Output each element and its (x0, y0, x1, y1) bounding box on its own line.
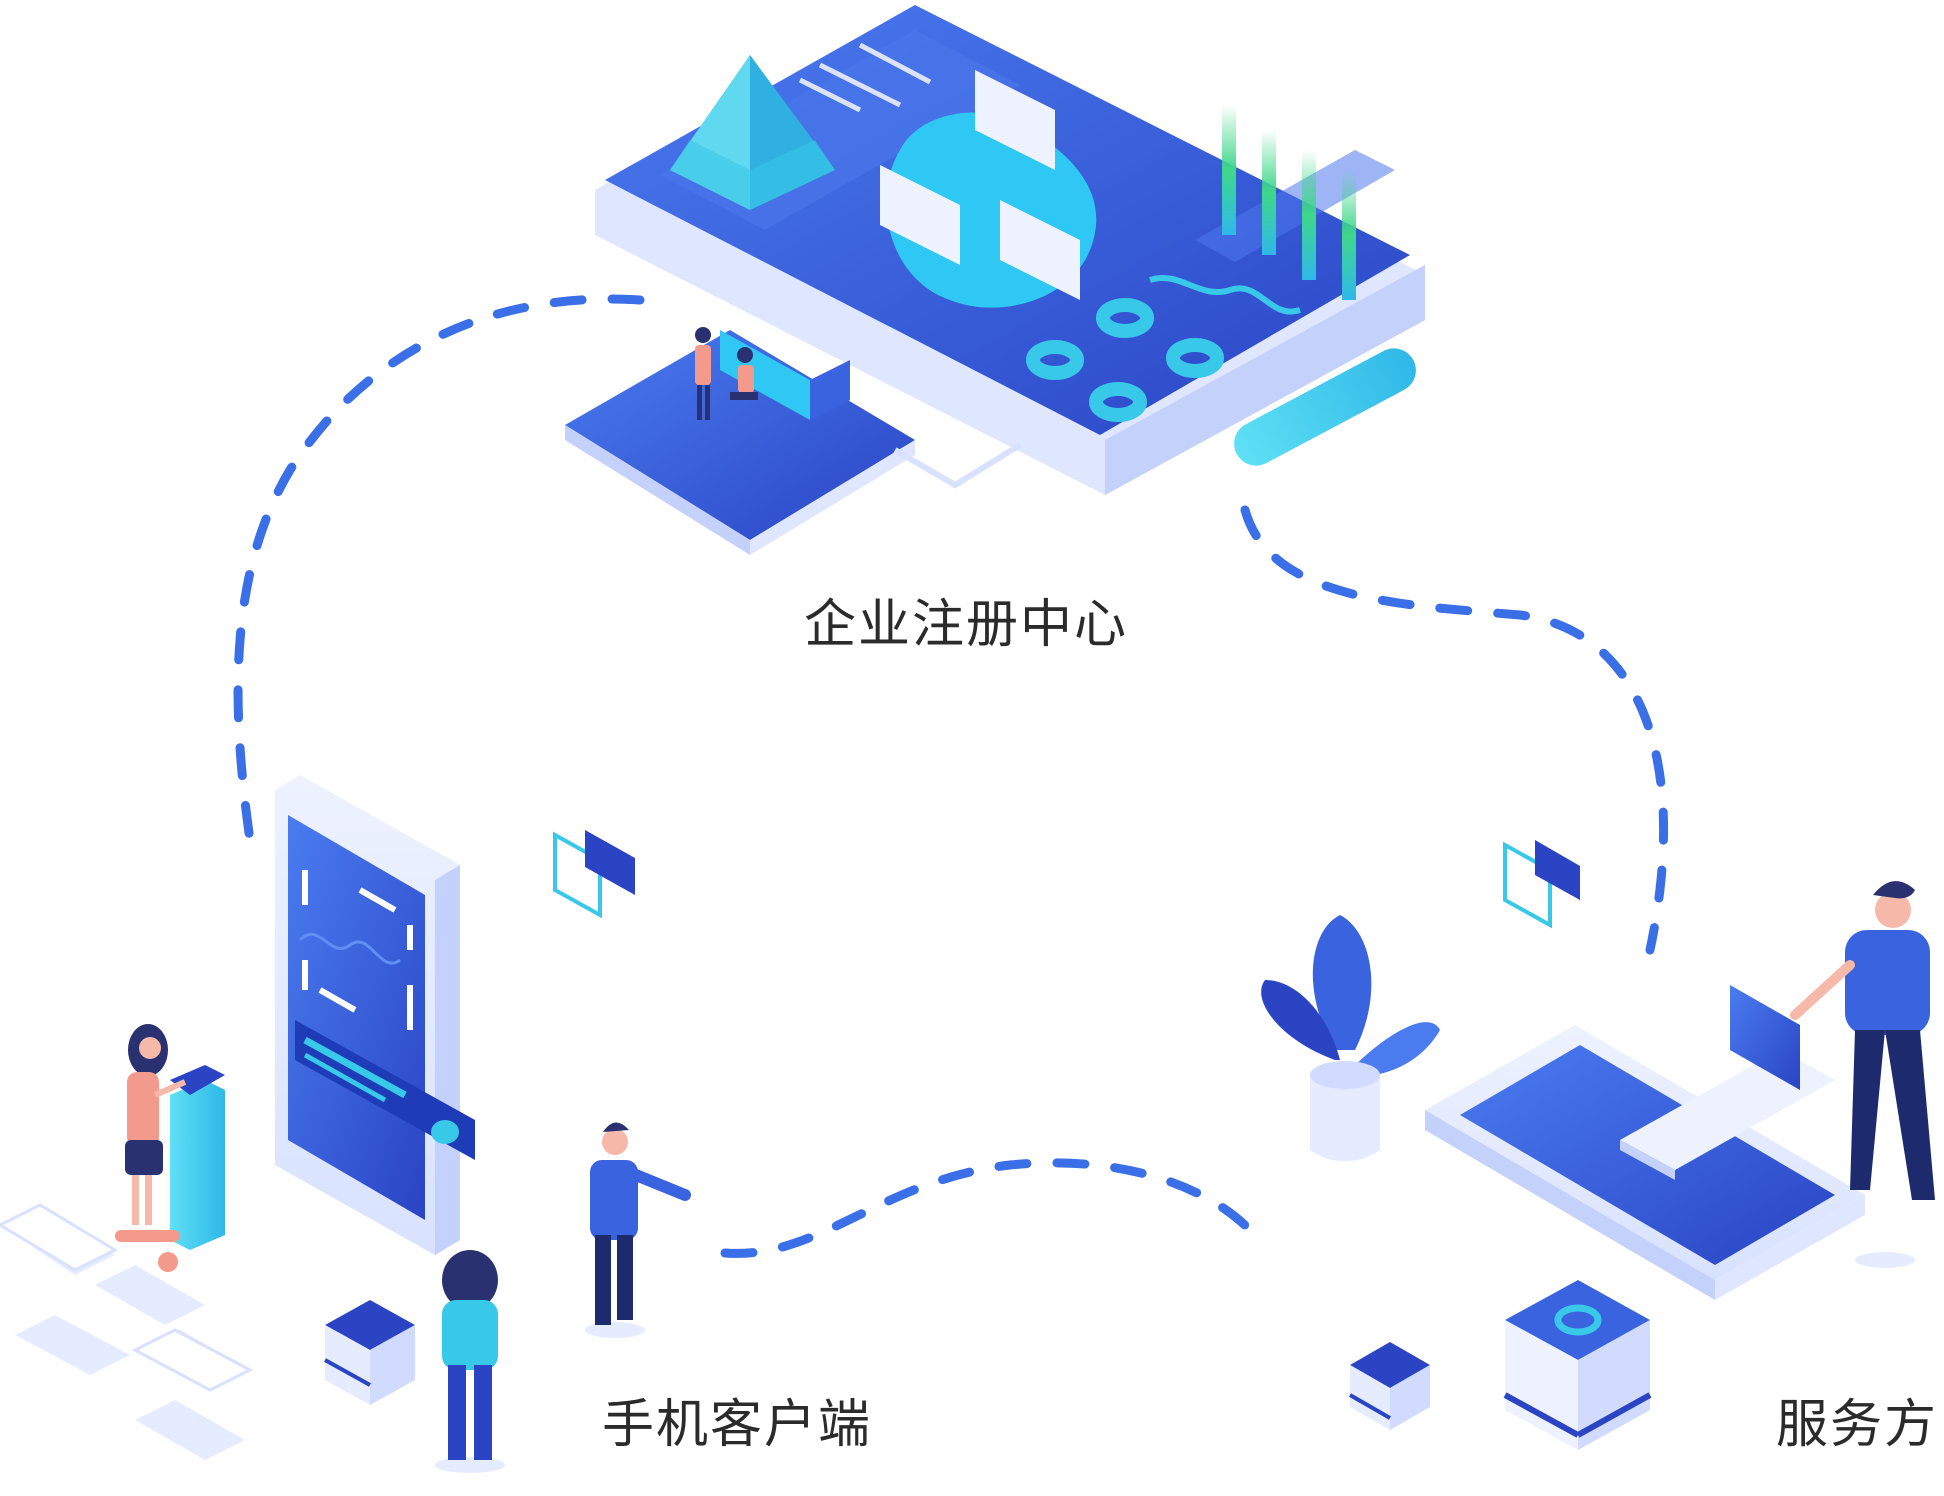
node-label-service-provider: 服务方 (1776, 1395, 1939, 1455)
connector-mobile-service (720, 1158, 1255, 1258)
mobile-client-illustration (0, 775, 691, 1473)
user-figure-woman-back (435, 1250, 505, 1473)
service-staff-figure (1790, 881, 1935, 1268)
cube-icon-left (324, 1300, 415, 1405)
user-figure-man (585, 1122, 691, 1338)
node-label-mobile-client: 手机客户端 (602, 1395, 873, 1455)
node-label-registry: 企业注册中心 (804, 595, 1129, 655)
registry-dashboard-illustration (565, 5, 1425, 555)
pyramid-icon (670, 55, 835, 210)
bar-chart-icon (1222, 105, 1356, 300)
connector-registry-mobile (233, 294, 645, 845)
link-squares-icon-right (1503, 840, 1580, 929)
donut-chart-icon (1026, 298, 1224, 422)
operator-figures (695, 327, 758, 420)
connector-registry-service (1240, 505, 1669, 955)
user-figure-woman (115, 1024, 187, 1272)
link-squares-icon-left (553, 830, 635, 919)
service-provider-illustration (1261, 840, 1935, 1450)
plant-icon (1261, 915, 1440, 1162)
server-cube-gear-icon (1503, 1280, 1652, 1450)
cube-icon-small-right (1349, 1342, 1430, 1430)
